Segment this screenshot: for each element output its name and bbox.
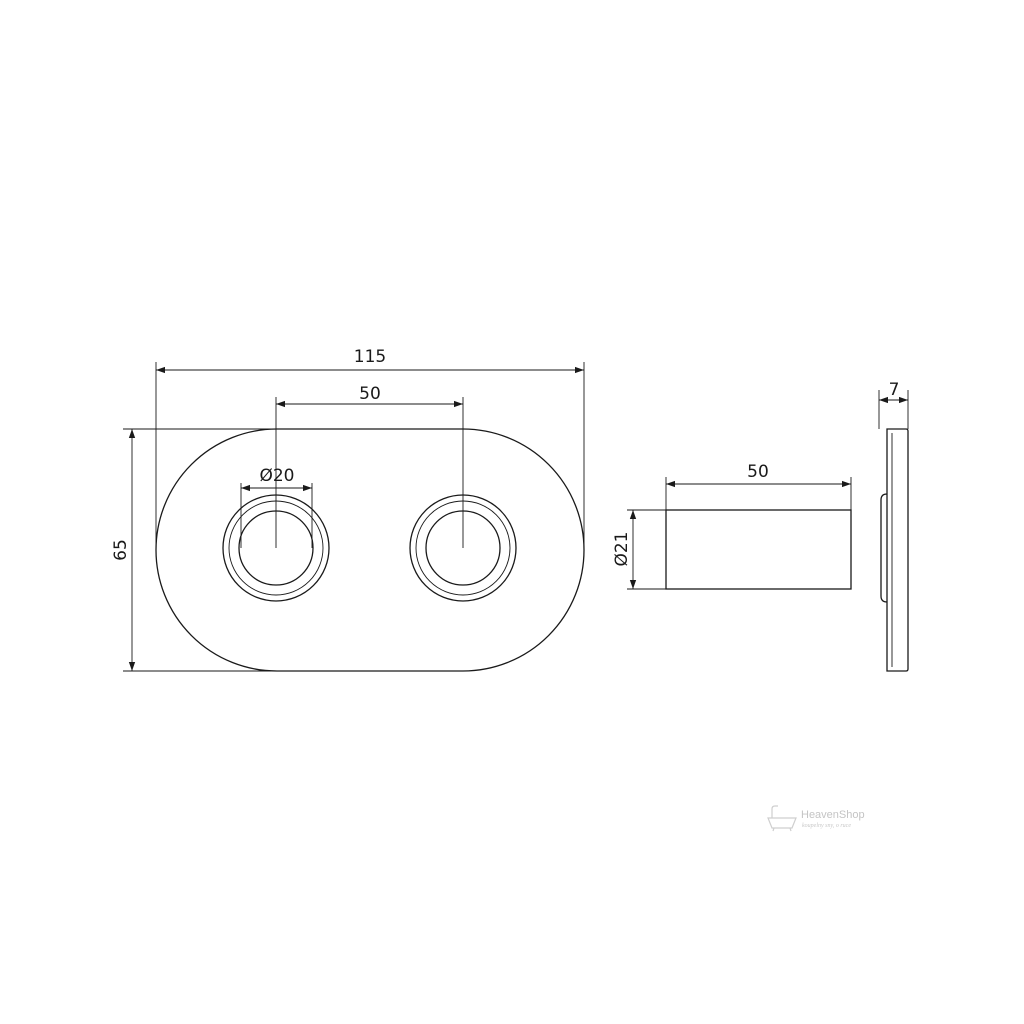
watermark: HeavenShop koupelny sny, o ruce: [767, 805, 865, 832]
front-view: 115 50 Ø20 65: [111, 347, 585, 672]
sleeve-body: [665, 509, 852, 590]
sleeve-view: 50 Ø21: [612, 462, 852, 590]
dim-label-sleeve-length: 50: [747, 462, 769, 482]
dim-label-center-spacing: 50: [359, 384, 381, 404]
dim-label-hole-diameter: Ø20: [259, 466, 294, 486]
oval-plate-outline: [155, 428, 585, 672]
dim-label-thickness: 7: [889, 380, 900, 400]
watermark-brand: HeavenShop: [801, 809, 865, 821]
dim-label-height: 65: [111, 539, 131, 561]
watermark-tagline: koupelny sny, o ruce: [802, 823, 851, 829]
plate-profile-boss: [880, 493, 888, 603]
dim-label-sleeve-diameter: Ø21: [612, 531, 632, 566]
plate-profile-outline: [886, 428, 909, 672]
side-view: 7: [878, 380, 909, 672]
bathtub-icon: [767, 805, 797, 832]
dim-label-overall-width: 115: [354, 347, 386, 367]
